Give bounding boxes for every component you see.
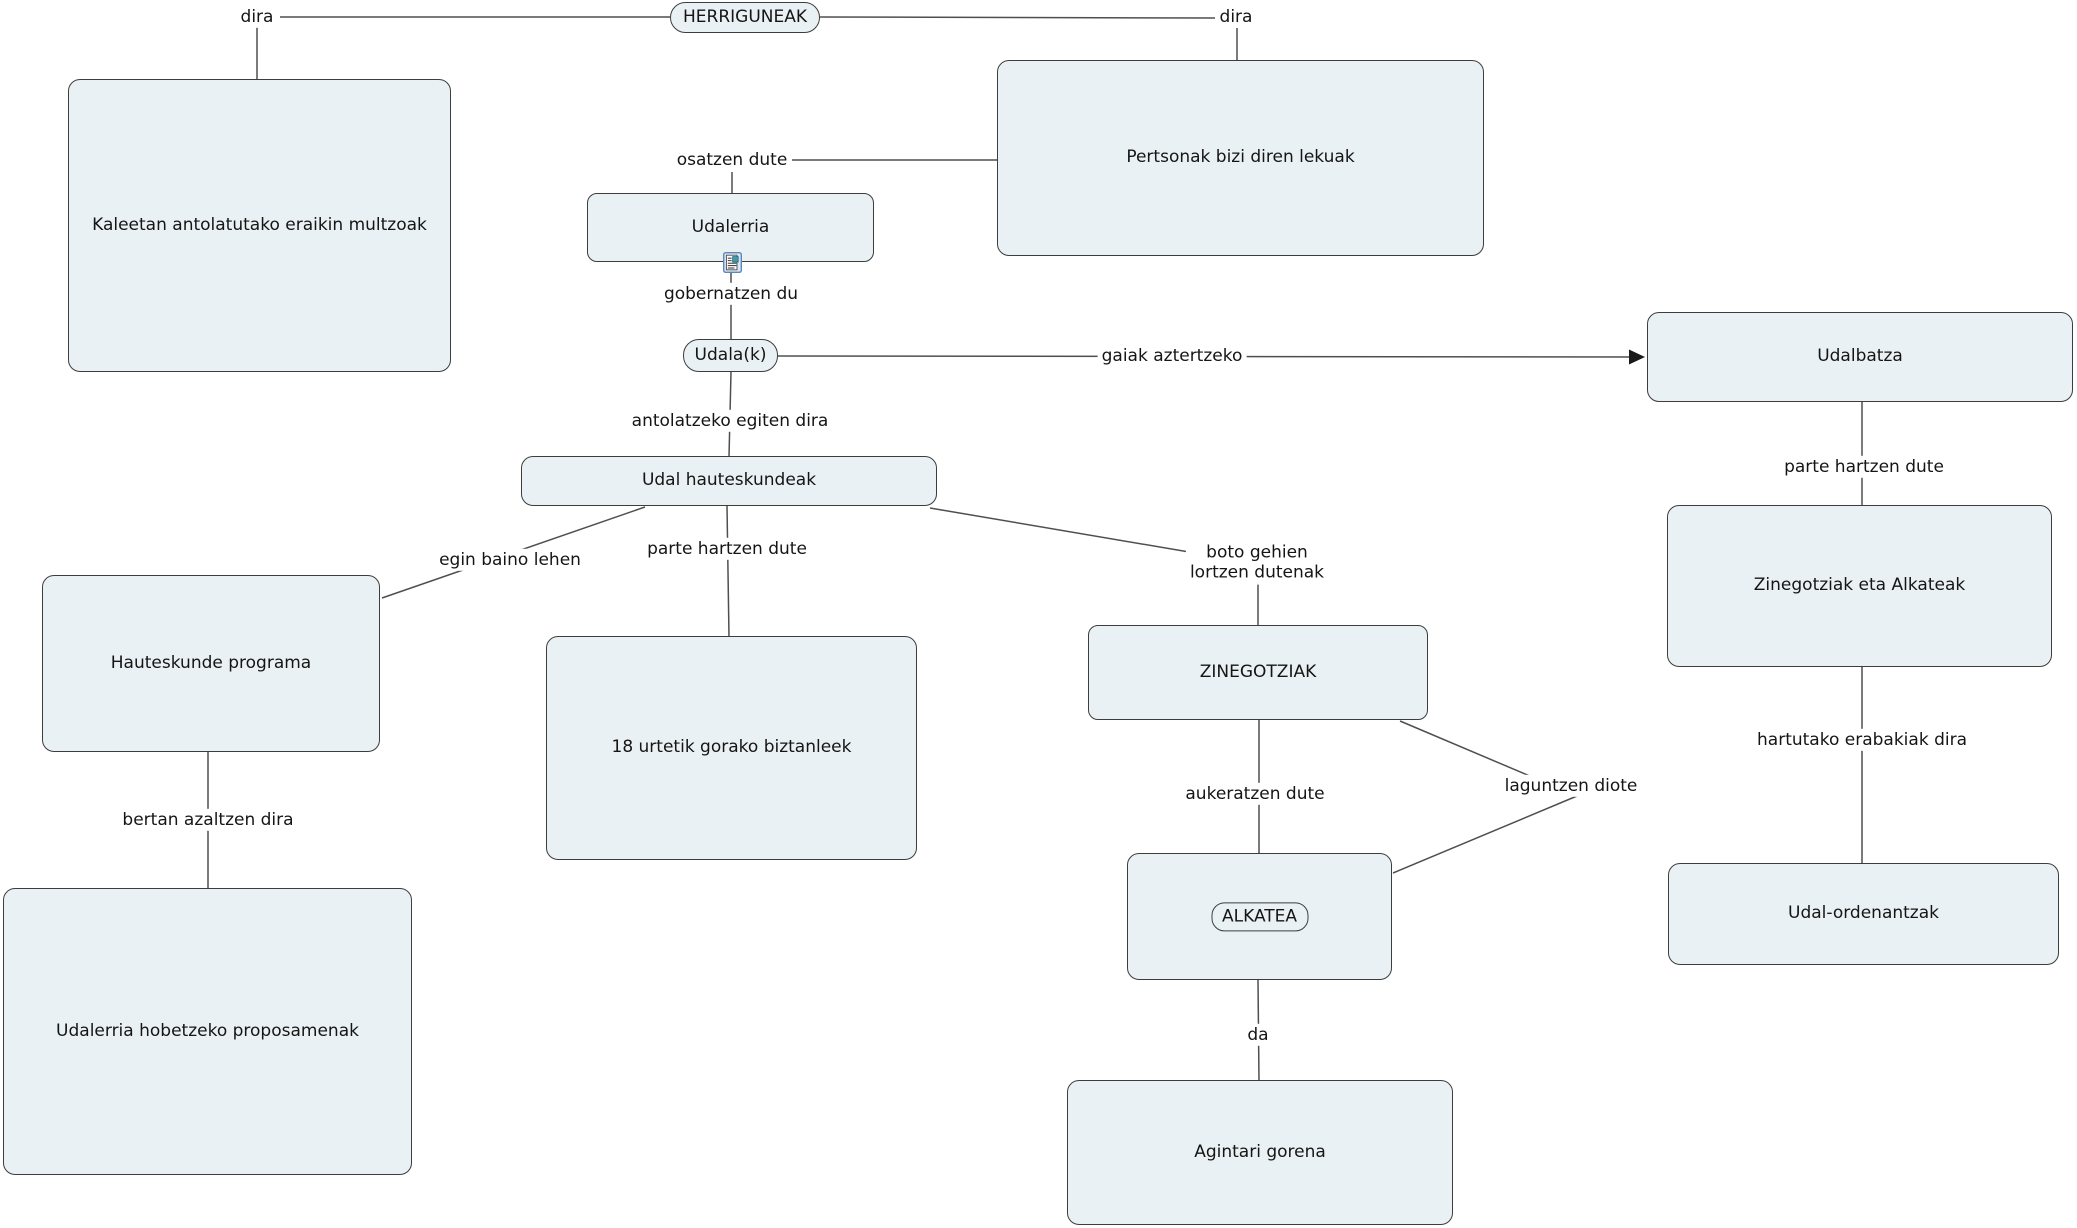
- node-udalerria-hobetzeko-proposamenak[interactable]: Udalerria hobetzeko proposamenak: [3, 888, 412, 1175]
- node-zinegotziak-eta-alkateak[interactable]: Zinegotziak eta Alkateak: [1667, 505, 2052, 667]
- edge-label-da[interactable]: da: [1243, 1023, 1273, 1047]
- edge-label-laguntzen-diote[interactable]: laguntzen diote: [1500, 774, 1642, 798]
- edge-label-osatzen-dute[interactable]: osatzen dute: [672, 148, 792, 172]
- edge-hauteskundeak-zinegotziak-diag: [929, 507, 1196, 554]
- node-agintari-gorena[interactable]: Agintari gorena: [1067, 1080, 1453, 1225]
- edge-label-gaiak-aztertzeko[interactable]: gaiak aztertzeko: [1097, 344, 1247, 368]
- edge-label-aukeratzen-dute[interactable]: aukeratzen dute: [1181, 782, 1329, 806]
- node-zinegotziak[interactable]: ZINEGOTZIAK: [1088, 625, 1428, 720]
- edge-label-bertan-azaltzen-dira[interactable]: bertan azaltzen dira: [118, 808, 298, 832]
- edge-herriguneak-pertsonak-h: [819, 16, 1216, 19]
- edge-label-gobernatzen-du[interactable]: gobernatzen du: [659, 282, 803, 306]
- node-pertsonak[interactable]: Pertsonak bizi diren lekuak: [997, 60, 1484, 256]
- edge-label-hartutako-erabakiak-dira[interactable]: hartutako erabakiak dira: [1753, 728, 1971, 752]
- edge-label-antolatzeko-egiten-dira[interactable]: antolatzeko egiten dira: [627, 409, 833, 433]
- node-udalbatza[interactable]: Udalbatza: [1647, 312, 2073, 402]
- node-udal-hauteskundeak[interactable]: Udal hauteskundeak: [521, 456, 937, 506]
- edge-label-parte-hartzen-dute-center[interactable]: parte hartzen dute: [643, 537, 811, 561]
- node-udal-ordenantzak[interactable]: Udal-ordenantzak: [1668, 863, 2059, 965]
- node-alkatea[interactable]: ALKATEA: [1210, 901, 1309, 932]
- edge-laguntzen-b: [1392, 795, 1578, 874]
- edge-label-dira-left[interactable]: dira: [236, 5, 278, 29]
- edge-label-dira-right[interactable]: dira: [1215, 5, 1257, 29]
- edge-hauteskundeak-biztanleek: [726, 505, 730, 638]
- edge-label-parte-hartzen-dute-right[interactable]: parte hartzen dute: [1780, 455, 1948, 479]
- arrowhead-udalbatza: [1629, 349, 1645, 365]
- node-udalerria[interactable]: Udalerria: [587, 193, 874, 262]
- node-herriguneak[interactable]: HERRIGUNEAK: [670, 2, 820, 33]
- node-alkatea-container[interactable]: ALKATEA: [1127, 853, 1392, 980]
- document-resource-icon[interactable]: [723, 252, 742, 273]
- node-kaleetan[interactable]: Kaleetan antolatutako eraikin multzoak: [68, 79, 451, 372]
- edge-label-egin-baino-lehen[interactable]: egin baino lehen: [435, 548, 585, 572]
- node-hauteskunde-programa[interactable]: Hauteskunde programa: [42, 575, 380, 752]
- node-udalak[interactable]: Udala(k): [683, 339, 778, 372]
- node-18-urtetik-gorako-biztanleek[interactable]: 18 urtetik gorako biztanleek: [546, 636, 917, 860]
- edge-label-boto-gehien[interactable]: boto gehien lortzen dutenak: [1185, 541, 1329, 585]
